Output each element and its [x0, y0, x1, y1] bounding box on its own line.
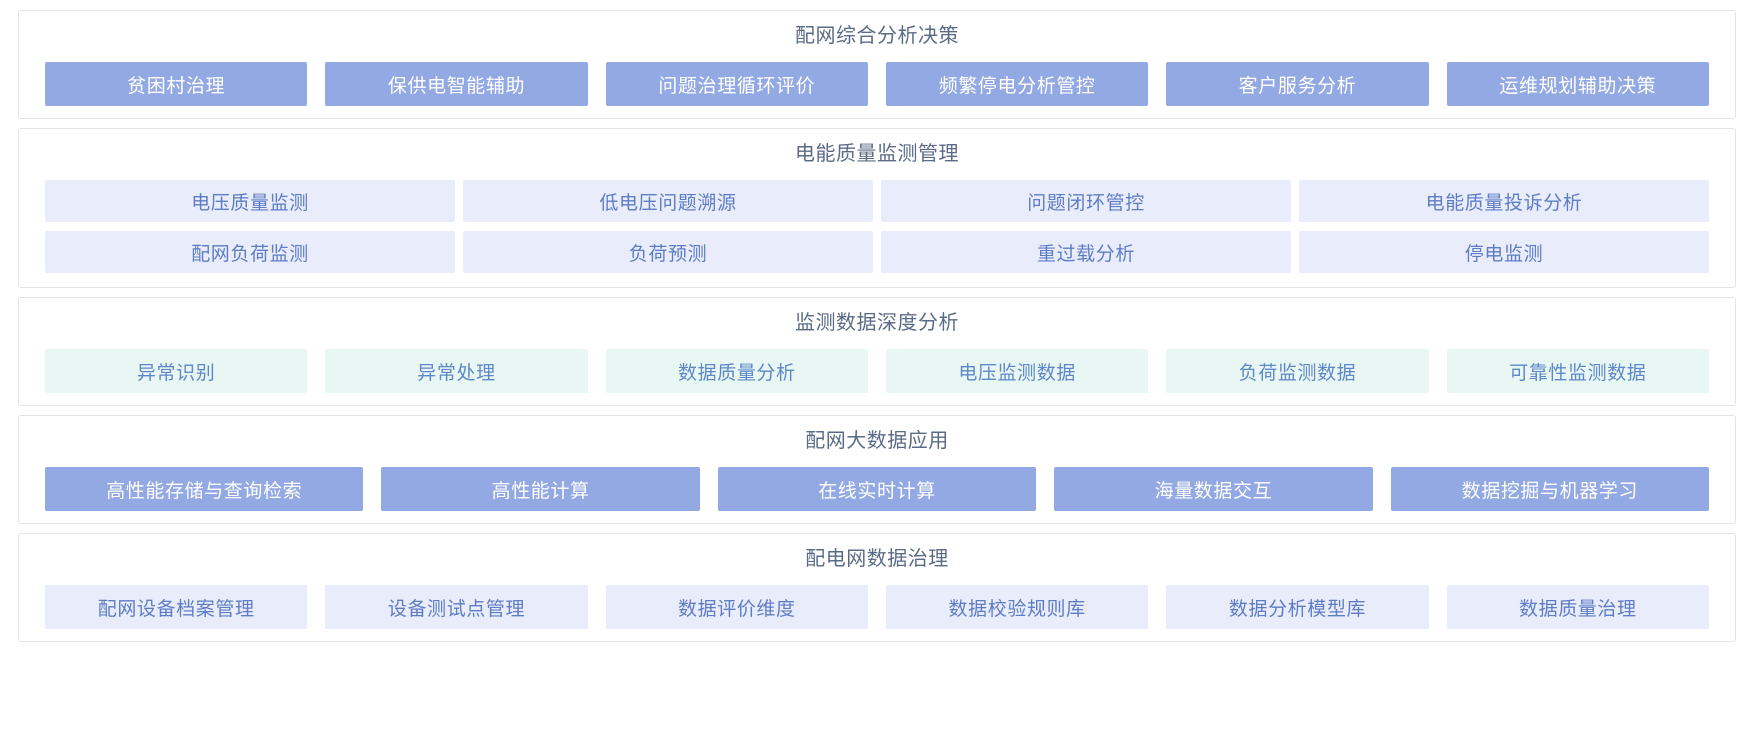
- module-button[interactable]: 设备测试点管理: [325, 585, 588, 629]
- module-button[interactable]: 可靠性监测数据: [1446, 349, 1709, 393]
- module-button[interactable]: 停电监测: [1299, 231, 1709, 273]
- module-button[interactable]: 数据质量分析: [605, 349, 868, 393]
- module-button[interactable]: 电压监测数据: [885, 349, 1149, 393]
- module-button[interactable]: 高性能存储与查询检索: [45, 467, 364, 511]
- module-button[interactable]: 数据质量治理: [1446, 585, 1709, 629]
- panel-5: 配电网数据治理配网设备档案管理设备测试点管理数据评价维度数据校验规则库数据分析模…: [18, 533, 1736, 642]
- module-button[interactable]: 重过载分析: [881, 231, 1291, 273]
- module-button[interactable]: 低电压问题溯源: [463, 180, 873, 222]
- module-button[interactable]: 问题治理循环评价: [605, 62, 868, 106]
- module-button[interactable]: 异常处理: [325, 349, 588, 393]
- module-button[interactable]: 频繁停电分析管控: [885, 62, 1149, 106]
- panel-3: 监测数据深度分析异常识别异常处理数据质量分析电压监测数据负荷监测数据可靠性监测数…: [18, 297, 1736, 406]
- module-button[interactable]: 数据分析模型库: [1166, 585, 1429, 629]
- panel-row: 电压质量监测低电压问题溯源问题闭环管控电能质量投诉分析: [19, 180, 1735, 222]
- panel-row: 配网设备档案管理设备测试点管理数据评价维度数据校验规则库数据分析模型库数据质量治…: [19, 585, 1735, 629]
- panel-row: 贫困村治理保供电智能辅助问题治理循环评价频繁停电分析管控客户服务分析运维规划辅助…: [19, 62, 1735, 106]
- panel-title: 配电网数据治理: [805, 548, 949, 570]
- panel-1: 配网综合分析决策贫困村治理保供电智能辅助问题治理循环评价频繁停电分析管控客户服务…: [18, 10, 1736, 119]
- module-button[interactable]: 电压质量监测: [45, 180, 455, 222]
- module-button[interactable]: 客户服务分析: [1166, 62, 1429, 106]
- module-button[interactable]: 负荷监测数据: [1166, 349, 1429, 393]
- panel-4: 配网大数据应用高性能存储与查询检索高性能计算在线实时计算海量数据交互数据挖掘与机…: [18, 415, 1736, 524]
- panel-row: 异常识别异常处理数据质量分析电压监测数据负荷监测数据可靠性监测数据: [19, 349, 1735, 393]
- panel-2: 电能质量监测管理电压质量监测低电压问题溯源问题闭环管控电能质量投诉分析配网负荷监…: [18, 128, 1736, 288]
- module-button[interactable]: 异常识别: [45, 349, 308, 393]
- module-button[interactable]: 负荷预测: [463, 231, 873, 273]
- panel-title: 配网综合分析决策: [795, 25, 959, 47]
- module-button[interactable]: 电能质量投诉分析: [1299, 180, 1709, 222]
- module-button[interactable]: 高性能计算: [381, 467, 700, 511]
- module-button[interactable]: 数据校验规则库: [885, 585, 1149, 629]
- panel-row: 高性能存储与查询检索高性能计算在线实时计算海量数据交互数据挖掘与机器学习: [19, 467, 1735, 511]
- panel-title: 配网大数据应用: [805, 430, 949, 452]
- panel-row: 配网负荷监测负荷预测重过载分析停电监测: [19, 231, 1735, 273]
- module-button[interactable]: 海量数据交互: [1054, 467, 1373, 511]
- module-button[interactable]: 配网负荷监测: [45, 231, 455, 273]
- module-button[interactable]: 问题闭环管控: [881, 180, 1291, 222]
- panel-title: 电能质量监测管理: [795, 143, 959, 165]
- module-button[interactable]: 数据挖掘与机器学习: [1390, 467, 1710, 511]
- module-button[interactable]: 运维规划辅助决策: [1446, 62, 1709, 106]
- module-button[interactable]: 贫困村治理: [45, 62, 308, 106]
- module-button[interactable]: 在线实时计算: [717, 467, 1037, 511]
- module-button[interactable]: 配网设备档案管理: [45, 585, 308, 629]
- module-button[interactable]: 保供电智能辅助: [325, 62, 588, 106]
- module-button[interactable]: 数据评价维度: [605, 585, 868, 629]
- panel-title: 监测数据深度分析: [795, 312, 959, 334]
